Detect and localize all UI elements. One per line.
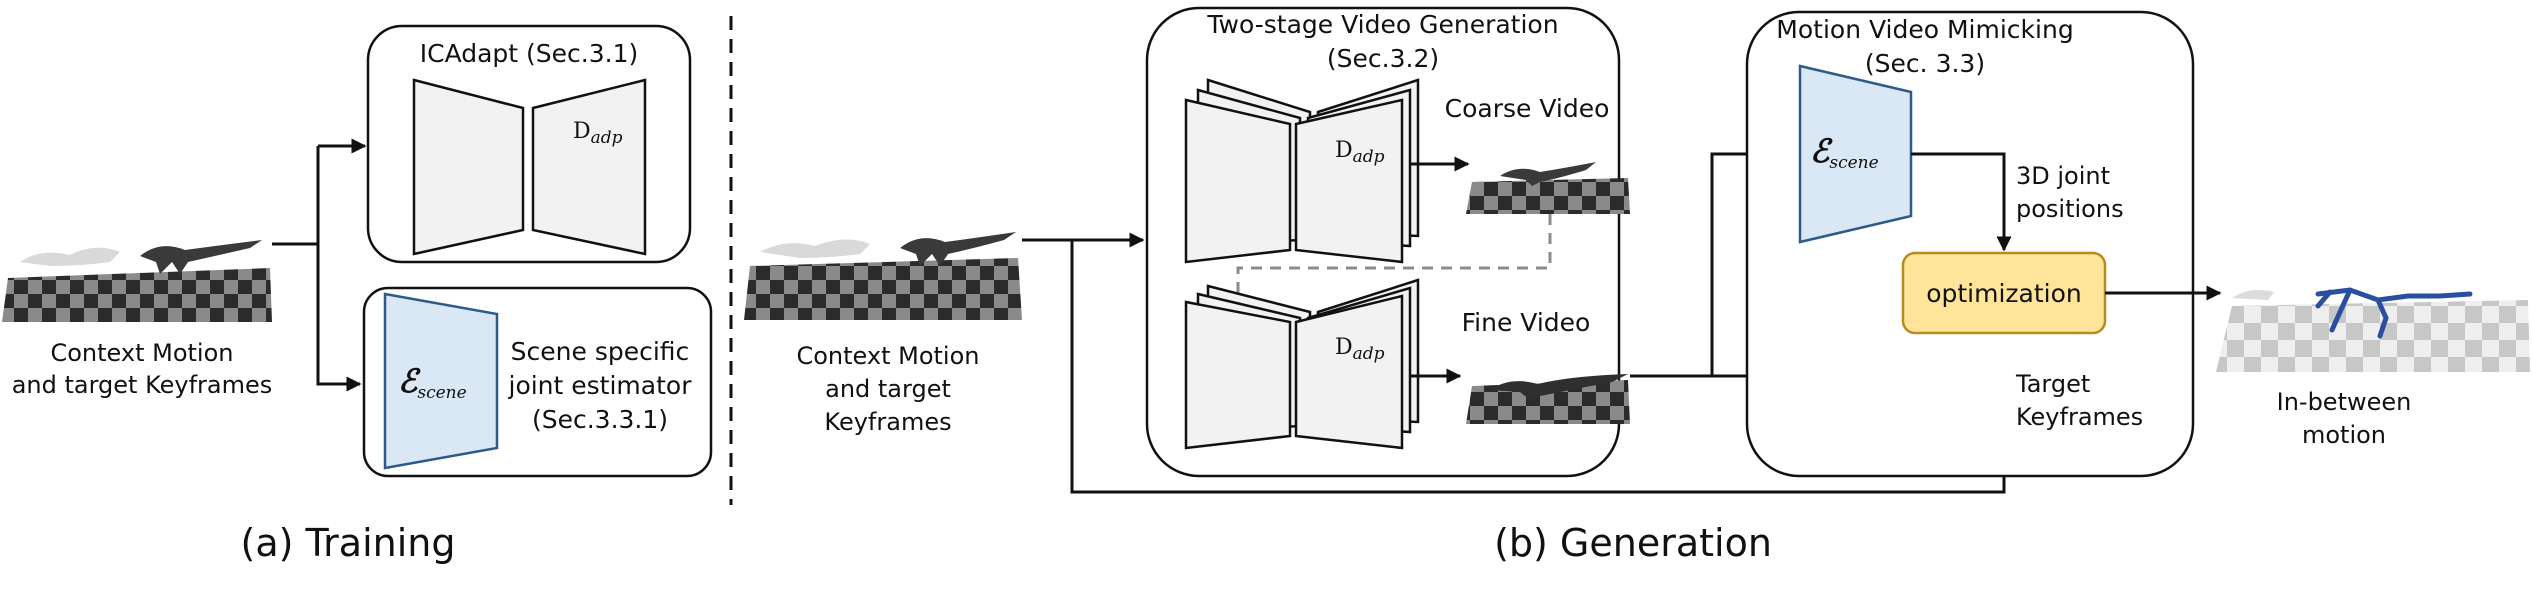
fine-video-thumbnail xyxy=(1466,374,1630,424)
fine-decoder-label: Dadp xyxy=(1335,335,1385,364)
generation-section: Context Motion and target Keyframes Two-… xyxy=(744,6,2530,565)
output-label-line2: motion xyxy=(2302,421,2386,449)
mimicking-estimator-shape xyxy=(1798,64,1913,244)
generation-input-label-line2: and target xyxy=(825,375,951,403)
estimator-label-line1: Scene specific xyxy=(511,337,690,366)
icadapt-decoder-shape xyxy=(531,78,647,256)
estimator-label-line3: (Sec.3.3.1) xyxy=(532,405,668,434)
estimator-symbol: ℰscene xyxy=(398,362,467,403)
training-arrow-to-estimator xyxy=(316,244,362,392)
video-generation-title-line1: Two-stage Video Generation xyxy=(1206,10,1558,39)
training-branch-line xyxy=(272,146,320,246)
coarse-decoder-label: Dadp xyxy=(1335,138,1385,167)
optimization-label: optimization xyxy=(1926,279,2082,308)
training-input-label-line1: Context Motion xyxy=(50,339,233,367)
generation-input-scene xyxy=(744,232,1022,320)
estimator-shape xyxy=(383,292,499,470)
fine-decoder-stack xyxy=(1184,278,1420,450)
icadapt-title: ICAdapt (Sec.3.1) xyxy=(420,39,639,68)
training-input-label-line2: and target Keyframes xyxy=(12,371,273,399)
mimicking-title-line2: (Sec. 3.3) xyxy=(1865,49,1985,78)
output-motion-scene xyxy=(2216,287,2530,372)
joint-positions-label-line2: positions xyxy=(2016,195,2124,223)
icadapt-encoder-shape xyxy=(412,78,525,256)
generation-caption: (b) Generation xyxy=(1494,521,1772,565)
icadapt-decoder-label: Dadp xyxy=(573,119,623,148)
coarse-video-label: Coarse Video xyxy=(1445,94,1610,123)
estimator-to-optimization-arrow xyxy=(1911,152,2012,252)
training-section: Context Motion and target Keyframes ICAd… xyxy=(2,24,713,565)
mimicking-estimator-symbol: ℰscene xyxy=(1810,132,1879,173)
coarse-to-fine-dashed-link xyxy=(1230,214,1552,310)
training-input-scene xyxy=(2,240,272,322)
generation-input-label-line1: Context Motion xyxy=(796,342,979,370)
mimicking-title-line1: Motion Video Mimicking xyxy=(1776,15,2073,44)
generation-input-label-line3: Keyframes xyxy=(824,408,951,436)
output-label-line1: In-between xyxy=(2277,388,2412,416)
joint-positions-label-line1: 3D joint xyxy=(2016,162,2110,190)
target-keyframes-label-line1: Target xyxy=(2015,370,2090,398)
video-generation-title-line2: (Sec.3.2) xyxy=(1327,44,1439,73)
coarse-video-thumbnail xyxy=(1466,162,1630,214)
coarse-decoder-stack xyxy=(1184,78,1420,264)
target-keyframes-label-line2: Keyframes xyxy=(2016,403,2143,431)
estimator-label-line2: joint estimator xyxy=(508,371,693,400)
training-caption: (a) Training xyxy=(241,521,456,565)
fine-video-label: Fine Video xyxy=(1462,308,1591,337)
